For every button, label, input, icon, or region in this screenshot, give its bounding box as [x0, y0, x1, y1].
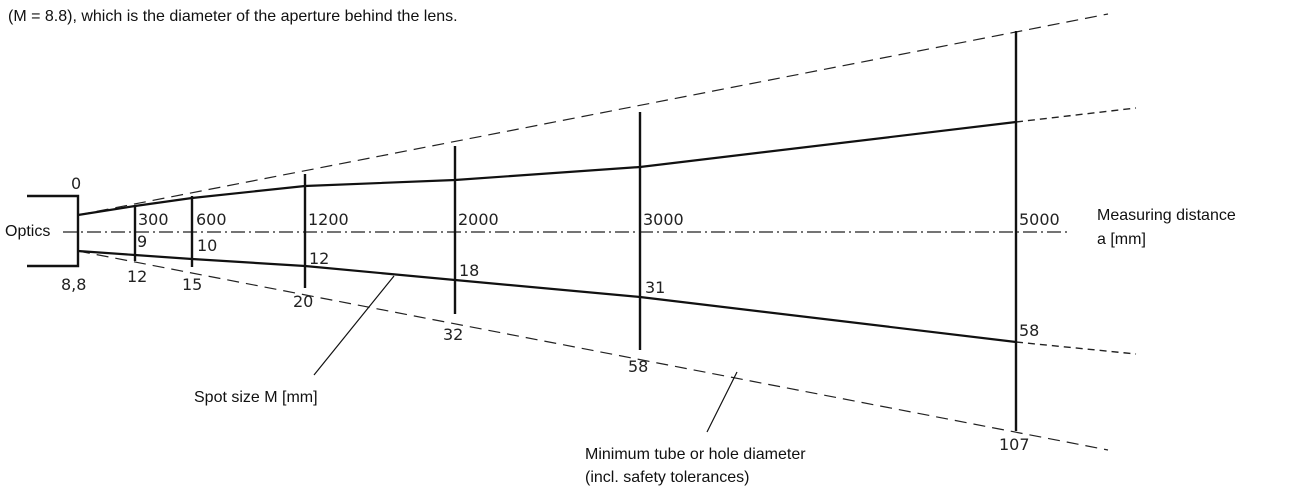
- min-tube-annotation-line1: Minimum tube or hole diameter: [585, 446, 806, 463]
- distance-label: 2000: [458, 210, 499, 229]
- axis-label-line2: a [mm]: [1097, 231, 1146, 248]
- optics-bracket: [27, 194, 80, 268]
- min-tube-annotation-line2: (incl. safety tolerances): [585, 469, 750, 486]
- distance-label: 600: [196, 210, 227, 229]
- optics-bottom-value: 8,8: [61, 275, 86, 294]
- optics-label: Optics: [5, 223, 50, 240]
- beam-top-line: [77, 120, 1017, 217]
- envelope-top-line: [77, 13, 1109, 216]
- hole-diameter-label: 20: [293, 292, 313, 311]
- beam-bottom-line: [77, 249, 1017, 344]
- hole-diameter-label: 12: [127, 267, 147, 286]
- min-tube-leader: [706, 371, 738, 433]
- beam-bottom-extension: [1015, 341, 1137, 355]
- distance-label: 3000: [643, 210, 684, 229]
- distance-label: 1200: [308, 210, 349, 229]
- spot-size-label: 12: [309, 249, 329, 268]
- distance-label: 300: [138, 210, 169, 229]
- envelope-bottom-line: [77, 250, 1109, 451]
- spot-size-annotation: Spot size M [mm]: [194, 389, 318, 406]
- spot-size-leader: [313, 275, 395, 376]
- hole-diameter-label: 32: [443, 325, 463, 344]
- spot-size-label: 58: [1019, 321, 1039, 340]
- spot-size-label: 31: [645, 278, 665, 297]
- spot-size-label: 9: [137, 232, 147, 251]
- hole-diameter-label: 107: [999, 435, 1030, 454]
- optics-top-value: 0: [71, 174, 81, 193]
- beam-top-extension: [1015, 107, 1137, 123]
- spot-size-label: 18: [459, 261, 479, 280]
- hole-diameter-label: 15: [182, 275, 202, 294]
- axis-label-line1: Measuring distance: [1097, 207, 1236, 224]
- caption-text: (M = 8.8), which is the diameter of the …: [8, 8, 458, 25]
- distance-label: 5000: [1019, 210, 1060, 229]
- spot-size-label: 10: [197, 236, 217, 255]
- hole-diameter-label: 58: [628, 357, 648, 376]
